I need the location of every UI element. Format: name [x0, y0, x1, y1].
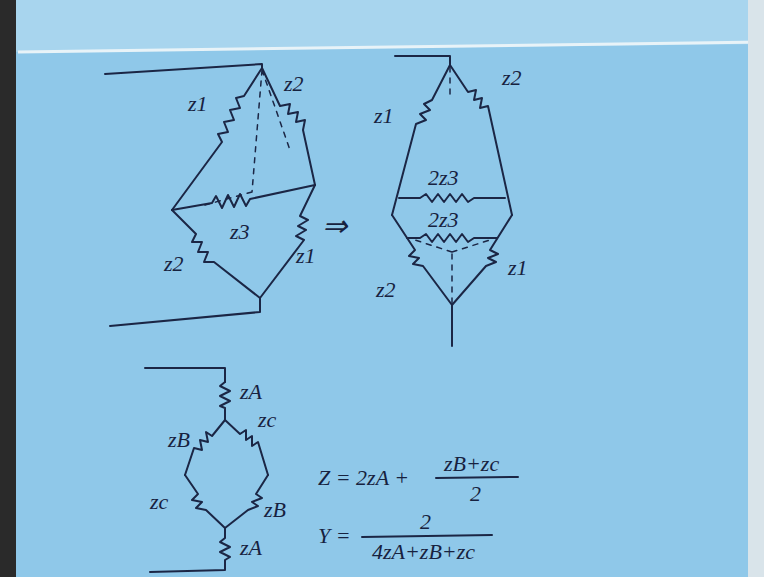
impedance-label: z1: [374, 104, 394, 128]
resistor-symbol: [172, 68, 262, 210]
impedance-label: z1: [508, 256, 528, 280]
impedance-label: Z = 2zA +: [318, 466, 409, 490]
impedance-label: zB+zc: [444, 452, 499, 476]
sheet-edge: [18, 42, 764, 52]
impedance-label: z3: [230, 220, 250, 244]
resistor-symbol: [185, 420, 225, 475]
dashed-line: [415, 67, 490, 303]
impedance-label: z1: [296, 244, 316, 268]
wire: [110, 298, 260, 326]
resistor-symbol: [172, 185, 315, 210]
resistor-symbol: [399, 194, 505, 202]
resistor-symbol: [392, 65, 450, 215]
resistor-symbol: [172, 210, 260, 298]
fraction-bar: [362, 535, 492, 537]
impedance-label: zc: [150, 490, 168, 514]
wire: [395, 56, 450, 65]
resistor-symbol: [185, 475, 225, 528]
impedance-label: 2: [470, 482, 481, 506]
impedance-label: zA: [240, 536, 262, 560]
impedance-label: zA: [240, 380, 262, 404]
impedance-label: 2: [420, 510, 431, 534]
arrow-symbol: ⇒: [322, 214, 347, 238]
fraction-bar: [436, 477, 518, 478]
impedance-label: 4zA+zB+zc: [372, 540, 475, 564]
resistor-symbol: [262, 68, 315, 185]
resistor-symbol: [225, 475, 268, 528]
wire: [451, 305, 453, 346]
wire: [105, 64, 262, 74]
impedance-label: Y =: [318, 524, 351, 548]
impedance-label: 2z3: [428, 208, 459, 232]
resistor-symbol: [260, 185, 315, 298]
impedance-label: z1: [188, 92, 208, 116]
resistor-symbol: [150, 528, 230, 572]
impedance-label: 2z3: [428, 166, 459, 190]
impedance-label: z2: [376, 278, 396, 302]
impedance-label: zB: [264, 498, 286, 522]
top-sheet: [0, 0, 764, 52]
light-edge: [748, 0, 764, 577]
impedance-label: zc: [258, 408, 276, 432]
dashed-line: [205, 70, 290, 205]
impedance-label: zB: [168, 428, 190, 452]
dark-edge: [0, 0, 16, 577]
wire: [145, 368, 225, 382]
resistor-symbol: [407, 234, 497, 242]
impedance-label: z2: [284, 72, 304, 96]
impedance-label: z2: [502, 66, 522, 90]
resistor-symbol: [220, 382, 230, 420]
resistor-symbol: [452, 215, 512, 305]
impedance-label: z2: [164, 252, 184, 276]
